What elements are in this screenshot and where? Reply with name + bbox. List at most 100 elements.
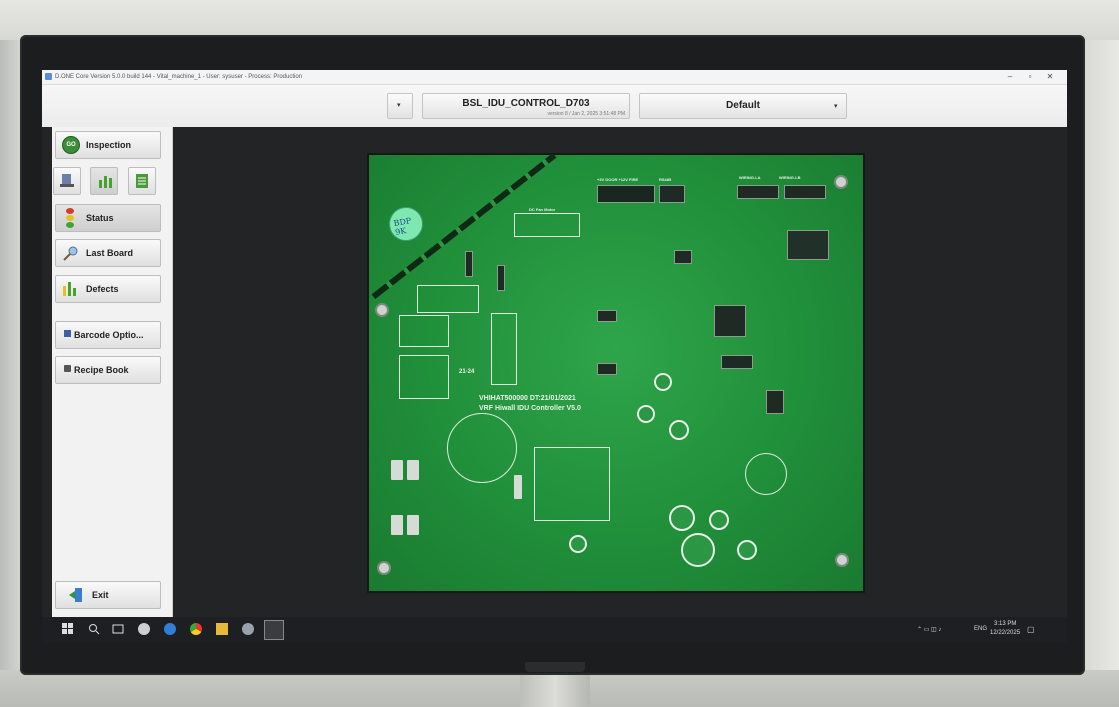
chevron-down-icon: ▾	[397, 102, 401, 109]
close-button[interactable]: ✕	[1046, 72, 1054, 81]
ic-chip	[787, 230, 829, 260]
profile-label: Default	[726, 100, 760, 111]
windows-start-icon[interactable]	[62, 623, 74, 635]
fan-connector	[514, 213, 580, 237]
component-outline	[745, 453, 787, 495]
exit-icon	[69, 588, 82, 602]
capacitor	[709, 510, 729, 530]
terminal-block	[659, 185, 685, 203]
recipe-dropdown-button[interactable]: ▾	[387, 93, 413, 119]
view-chart-button[interactable]	[90, 167, 118, 195]
recipe-book-label: Recipe Book	[74, 365, 129, 375]
board-model-text: VRF Hiwall IDU Controller V5.0	[479, 405, 581, 412]
board-id-text: VHIHAT500000 DT:21/01/2021	[479, 395, 576, 402]
smd-pad	[407, 515, 419, 535]
sidebar: GO Inspection Status	[52, 127, 173, 624]
window-title: D.ONE Core Version 5.0.0 build 144 - Vit…	[55, 74, 303, 80]
wiring-lb-label: WIRING-LB	[779, 175, 801, 180]
ic-chip	[674, 250, 692, 264]
board-image[interactable]: BDP 9K DC Fan Motor +3V DOOR +12V FIRE R…	[369, 152, 863, 591]
inspection-button[interactable]: GO Inspection	[55, 131, 161, 159]
profile-dropdown[interactable]: Default ▾	[639, 93, 847, 119]
capacitor	[654, 373, 672, 391]
recipe-book-button[interactable]: Recipe Book	[55, 356, 161, 384]
language-indicator[interactable]: ENG	[974, 626, 988, 632]
view-list-button[interactable]	[128, 167, 156, 195]
mounting-hole	[375, 303, 389, 317]
terminal-block	[597, 185, 655, 203]
search-icon[interactable]	[88, 623, 100, 635]
clock-time[interactable]: 3:13 PM	[994, 621, 1017, 627]
bar-chart-icon	[97, 174, 115, 188]
smd-pad	[391, 515, 403, 535]
barcode-icon	[64, 330, 71, 337]
folder-icon[interactable]	[216, 623, 228, 635]
room-background-right	[1079, 40, 1119, 680]
exit-label: Exit	[92, 590, 109, 600]
board-image-frame: BDP 9K DC Fan Motor +3V DOOR +12V FIRE R…	[367, 152, 865, 593]
list-icon	[136, 174, 148, 188]
app-icon-3[interactable]	[242, 623, 254, 635]
app-icon-2[interactable]	[164, 623, 176, 635]
exit-button[interactable]: Exit	[55, 581, 161, 609]
recipe-version: version 8 / Jan 2, 2025 3:51:48 PM	[547, 111, 625, 117]
mounting-hole	[834, 175, 848, 189]
mounting-hole	[835, 553, 849, 567]
smd-pad	[391, 460, 403, 480]
connector-outline	[491, 313, 517, 385]
last-board-label: Last Board	[86, 248, 134, 258]
task-view-icon[interactable]	[112, 623, 124, 635]
chevron-down-icon: ▾	[834, 103, 838, 110]
view-camera-button[interactable]	[53, 167, 81, 195]
smd-pad	[407, 460, 419, 480]
defects-label: Defects	[86, 284, 119, 294]
barcode-options-button[interactable]: Barcode Optio...	[55, 321, 161, 349]
capacitor	[669, 420, 689, 440]
inspection-sticker: BDP 9K	[386, 204, 426, 244]
connector	[465, 251, 473, 277]
room-background-top	[0, 0, 1119, 40]
relay-outline	[399, 315, 449, 347]
room-background-left	[0, 40, 22, 680]
active-app-icon[interactable]	[264, 620, 284, 640]
taskbar: ⌃ ▭ ◫ ♪ ENG 3:13 PM 12/22/2025 ▢	[42, 617, 1067, 643]
inspection-label: Inspection	[86, 140, 132, 150]
defects-button[interactable]: Defects	[55, 275, 161, 303]
ic-chip	[721, 355, 753, 369]
tray-icons[interactable]: ⌃ ▭ ◫ ♪	[917, 627, 942, 633]
status-label: Status	[86, 213, 114, 223]
toolbar: ▾ BSL_IDU_CONTROL_D703 version 8 / Jan 2…	[42, 85, 1067, 127]
fan-connector-label: DC Fan Motor	[529, 207, 556, 212]
camera-icon	[60, 174, 74, 187]
recipe-name: BSL_IDU_CONTROL_D703	[462, 98, 590, 109]
chrome-icon[interactable]	[190, 623, 202, 635]
buzzer-outline	[447, 413, 517, 483]
capacitor	[637, 405, 655, 423]
maximize-button[interactable]: ▫	[1028, 72, 1032, 81]
capacitor	[569, 535, 587, 553]
clock-date[interactable]: 12/22/2025	[990, 630, 1021, 636]
app-icon-1[interactable]	[138, 623, 150, 635]
go-icon: GO	[62, 136, 80, 154]
defects-chart-icon	[62, 282, 80, 296]
barcode-options-label: Barcode Optio...	[74, 330, 144, 340]
last-board-button[interactable]: Last Board	[55, 239, 161, 267]
sticker-text: BDP 9K	[392, 216, 412, 237]
wiring-la-label: WIRING-LA	[739, 175, 761, 180]
magnifier-icon	[63, 246, 78, 261]
smd-pad	[514, 475, 522, 499]
label-21-24: 21-24	[459, 369, 475, 375]
transformer-outline	[534, 447, 610, 521]
door-label: +3V DOOR +12V FIRE	[597, 177, 639, 182]
capacitor	[681, 533, 715, 567]
terminal-block	[737, 185, 779, 199]
recipe-selector[interactable]: BSL_IDU_CONTROL_D703 version 8 / Jan 2, …	[422, 93, 630, 119]
window-titlebar: D.ONE Core Version 5.0.0 build 144 - Vit…	[42, 70, 1067, 85]
status-button[interactable]: Status	[55, 204, 161, 232]
capacitor	[737, 540, 757, 560]
rs485-label: RS485	[659, 177, 672, 182]
terminal-block	[784, 185, 826, 199]
minimize-button[interactable]: –	[1007, 72, 1013, 81]
connector	[497, 265, 505, 291]
notifications-icon[interactable]: ▢	[1027, 625, 1035, 634]
